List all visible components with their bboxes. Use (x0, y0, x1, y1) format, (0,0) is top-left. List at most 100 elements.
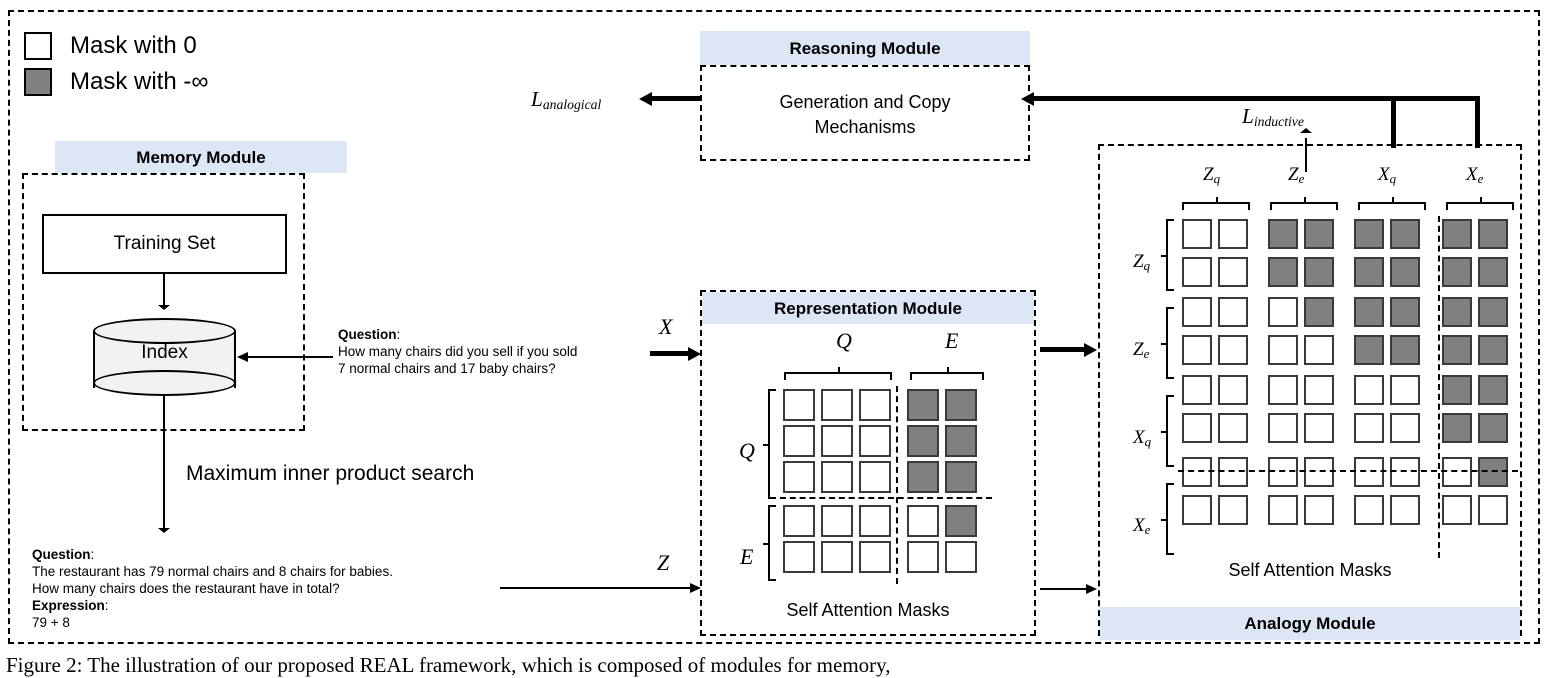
arrow-trainingset-to-index-line (163, 274, 165, 307)
reasoning-module-body (700, 65, 1030, 161)
mask-cell (1268, 219, 1298, 249)
mask-cell (1304, 457, 1334, 487)
mask-cell (1304, 335, 1334, 365)
mask-cell (821, 505, 853, 537)
mask-cell (1268, 375, 1298, 405)
loss-inductive-symbol: L (1242, 104, 1254, 128)
mask-cell (945, 541, 977, 573)
analogy-module-header: Analogy Module (1100, 607, 1520, 640)
mask-cell (1390, 413, 1420, 443)
arrow-inductive-loss-head-icon (1300, 128, 1312, 133)
mask-cell (1478, 297, 1508, 327)
reasoning-module-text-line-2: Mechanisms (814, 117, 916, 137)
legend-item-mask-zero: Mask with 0 (24, 28, 208, 64)
figure-caption: Figure 2: The illustration of our propos… (6, 653, 891, 677)
mask-cell (1354, 375, 1384, 405)
mask-cell (1390, 335, 1420, 365)
arrow-question-to-index-line (248, 356, 333, 358)
mask-cell (1478, 495, 1508, 525)
legend-swatch-white-icon (24, 32, 52, 60)
anal-row-brace-xe (1161, 483, 1174, 555)
mask-cell (1182, 457, 1212, 487)
mask-cell (1304, 297, 1334, 327)
representation-module-body (700, 290, 1036, 636)
anal-row-group-label-xq: Xq (1133, 427, 1152, 450)
mask-cell (1304, 375, 1334, 405)
analogy-module-caption: Self Attention Masks (1228, 560, 1392, 580)
anal-col-brace-zq (1182, 197, 1250, 210)
repr-sep-horizontal (780, 497, 992, 499)
input-question-line-1: How many chairs did you sell if you sold (338, 344, 578, 359)
mask-cell (859, 425, 891, 457)
mask-cell (1268, 297, 1298, 327)
flow-label-x: X (659, 314, 673, 339)
mask-cell (859, 541, 891, 573)
index-cylinder-bottom (93, 370, 236, 396)
mask-cell (1354, 457, 1384, 487)
mask-cell (1390, 297, 1420, 327)
mask-cell (907, 461, 939, 493)
legend-item-mask-neg-inf: Mask with -∞ (24, 64, 208, 100)
mask-legend: Mask with 0 Mask with -∞ (24, 28, 208, 100)
retrieved-question-line-2: How many chairs does the restaurant have… (32, 581, 340, 596)
mask-cell (859, 389, 891, 421)
arrow-z-head-icon (690, 583, 701, 593)
reasoning-module-text: Generation and Copy Mechanisms (700, 90, 1030, 140)
mask-cell (1354, 335, 1384, 365)
mask-cell (945, 461, 977, 493)
riser-xe-to-reasoning (1475, 96, 1480, 148)
mask-cell (783, 541, 815, 573)
legend-label-mask-zero: Mask with 0 (70, 32, 197, 59)
mips-label: Maximum inner product search (186, 462, 475, 485)
legend-label-mask-neg-inf: Mask with -∞ (70, 68, 209, 95)
index-cylinder-top (93, 318, 236, 344)
arrow-inductive-loss-line (1305, 138, 1307, 172)
memory-module-header: Memory Module (55, 141, 347, 173)
mask-cell (907, 389, 939, 421)
mask-cell (821, 541, 853, 573)
mask-cell (1478, 457, 1508, 487)
analogy-mask-grid (1182, 219, 1514, 555)
arrow-question-to-index-head-icon (237, 352, 248, 362)
input-question-block: Question: How many chairs did you sell i… (338, 326, 577, 377)
arrow-analogy-to-reasoning-head-icon (1021, 92, 1034, 106)
mask-cell (945, 505, 977, 537)
mask-cell (1182, 495, 1212, 525)
mask-cell (1442, 413, 1472, 443)
mask-cell (1354, 413, 1384, 443)
repr-row-group-label-q: Q (739, 438, 755, 463)
index-cylinder: Index (93, 318, 236, 396)
anal-row-brace-xq (1161, 395, 1174, 467)
representation-mask-grid (783, 389, 988, 584)
mask-cell (1442, 257, 1472, 287)
input-question-heading: Question: (338, 327, 401, 342)
repr-col-brace-q (784, 367, 892, 380)
mask-cell (821, 425, 853, 457)
mask-cell (1478, 257, 1508, 287)
mask-cell (1354, 219, 1384, 249)
arrow-analogical-loss-head-icon (639, 92, 652, 106)
mask-cell (1268, 413, 1298, 443)
arrow-mips-head-icon (158, 528, 170, 533)
flow-label-z: Z (657, 550, 670, 575)
mask-cell (1478, 335, 1508, 365)
mask-cell (1218, 297, 1248, 327)
mask-cell (1218, 457, 1248, 487)
mask-cell (783, 505, 815, 537)
mask-cell (1268, 335, 1298, 365)
retrieved-example-block: Question: The restaurant has 79 normal c… (32, 546, 393, 631)
mask-cell (1268, 457, 1298, 487)
mask-cell (1442, 457, 1472, 487)
loss-inductive-label: Linductive (1242, 104, 1304, 130)
mask-cell (1354, 495, 1384, 525)
anal-row-brace-zq (1161, 219, 1174, 291)
mask-cell (1218, 413, 1248, 443)
arrow-trainingset-to-index-head-icon (158, 305, 170, 310)
mask-cell (1442, 335, 1472, 365)
index-label: Index (141, 342, 188, 363)
loss-analogical-subscript: analogical (542, 97, 602, 112)
mask-cell (945, 425, 977, 457)
anal-col-brace-ze (1270, 197, 1338, 210)
arrow-z-line (500, 587, 693, 589)
mask-cell (907, 541, 939, 573)
